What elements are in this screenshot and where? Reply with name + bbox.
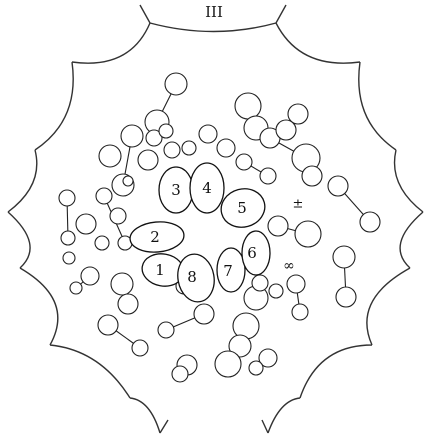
granule [76, 214, 96, 234]
granule [287, 275, 305, 293]
granule [215, 351, 241, 377]
granule [111, 273, 133, 295]
granule [132, 340, 148, 356]
label-7: 7 [223, 262, 233, 280]
label-8: 8 [187, 268, 197, 286]
granule-group [59, 73, 380, 382]
granule [199, 125, 217, 143]
granule [99, 145, 121, 167]
granule [61, 231, 75, 245]
granule [110, 208, 126, 224]
label-2: 2 [150, 228, 160, 246]
granule [81, 267, 99, 285]
mark-infinity: ∞ [283, 258, 295, 274]
granule [292, 304, 308, 320]
granule [96, 188, 112, 204]
granule [59, 190, 75, 206]
granule [295, 221, 321, 247]
label-1: 1 [155, 261, 165, 279]
granule [269, 284, 283, 298]
granule [333, 246, 355, 268]
granule [360, 212, 380, 232]
granule [165, 73, 187, 95]
granule [121, 125, 143, 147]
granule [336, 287, 356, 307]
label-3: 3 [171, 181, 181, 199]
granule [328, 176, 348, 196]
granule [302, 166, 322, 186]
granule [164, 142, 180, 158]
granule [249, 361, 263, 375]
granule [260, 168, 276, 184]
granule [288, 104, 308, 124]
granule [63, 252, 75, 264]
granule [217, 139, 235, 157]
granule [138, 150, 158, 170]
granule [235, 93, 261, 119]
label-6: 6 [247, 244, 257, 262]
granule [118, 294, 138, 314]
granule [159, 124, 173, 138]
cell-edge-bottom [160, 420, 268, 433]
granule [172, 366, 188, 382]
granule [182, 141, 196, 155]
figure-title: III [205, 3, 223, 21]
numbered-chromosomes: 3 4 5 2 1 8 7 6 [129, 163, 270, 305]
granule [194, 304, 214, 324]
granule [268, 216, 288, 236]
granule [158, 322, 174, 338]
granule [252, 275, 268, 291]
label-5: 5 [237, 199, 247, 217]
mark-plus-minus: ± [293, 197, 304, 212]
granule [123, 176, 133, 186]
cell-outline [8, 23, 423, 433]
granule [95, 236, 109, 250]
granule [70, 282, 82, 294]
granule [98, 315, 118, 335]
label-4: 4 [202, 179, 212, 197]
granule [236, 154, 252, 170]
